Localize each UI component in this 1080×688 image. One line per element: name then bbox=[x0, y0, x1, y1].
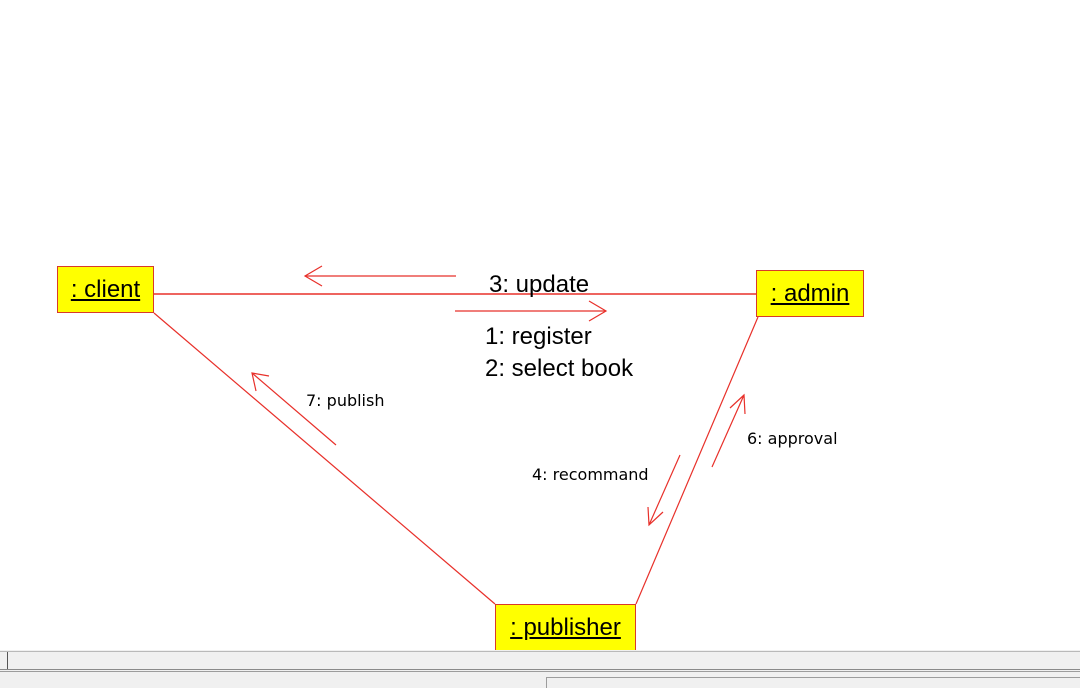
object-client-label: : client bbox=[70, 275, 141, 303]
message-update-label[interactable]: 3: update bbox=[489, 271, 590, 298]
diagram-canvas: : client : admin : publisher 3: update 1… bbox=[57, 265, 864, 651]
object-admin[interactable]: : admin bbox=[756, 270, 864, 317]
arrow-recommand bbox=[647, 454, 681, 527]
arrow-publish bbox=[251, 372, 337, 446]
horizontal-scrollbar[interactable] bbox=[0, 651, 1080, 670]
object-publisher-label: : publisher bbox=[510, 613, 621, 641]
arrow-approval bbox=[711, 393, 746, 468]
object-client[interactable]: : client bbox=[57, 266, 154, 313]
message-publish-label[interactable]: 7: publish bbox=[306, 391, 385, 410]
message-recommand-label[interactable]: 4: recommand bbox=[532, 465, 649, 484]
message-register-label[interactable]: 1: register bbox=[485, 323, 592, 350]
object-admin-label: : admin bbox=[770, 279, 850, 307]
arrow-update bbox=[303, 265, 456, 287]
link-admin-publisher[interactable] bbox=[635, 316, 759, 605]
arrow-register bbox=[455, 300, 608, 322]
message-approval-label[interactable]: 6: approval bbox=[747, 429, 838, 448]
diagram-links-layer bbox=[153, 265, 759, 605]
scrollbar-left-handle[interactable] bbox=[0, 652, 8, 669]
link-client-publisher[interactable] bbox=[153, 312, 496, 605]
message-select-book-label[interactable]: 2: select book bbox=[485, 355, 634, 382]
status-bar-panel bbox=[546, 677, 1080, 688]
object-publisher[interactable]: : publisher bbox=[495, 604, 636, 651]
